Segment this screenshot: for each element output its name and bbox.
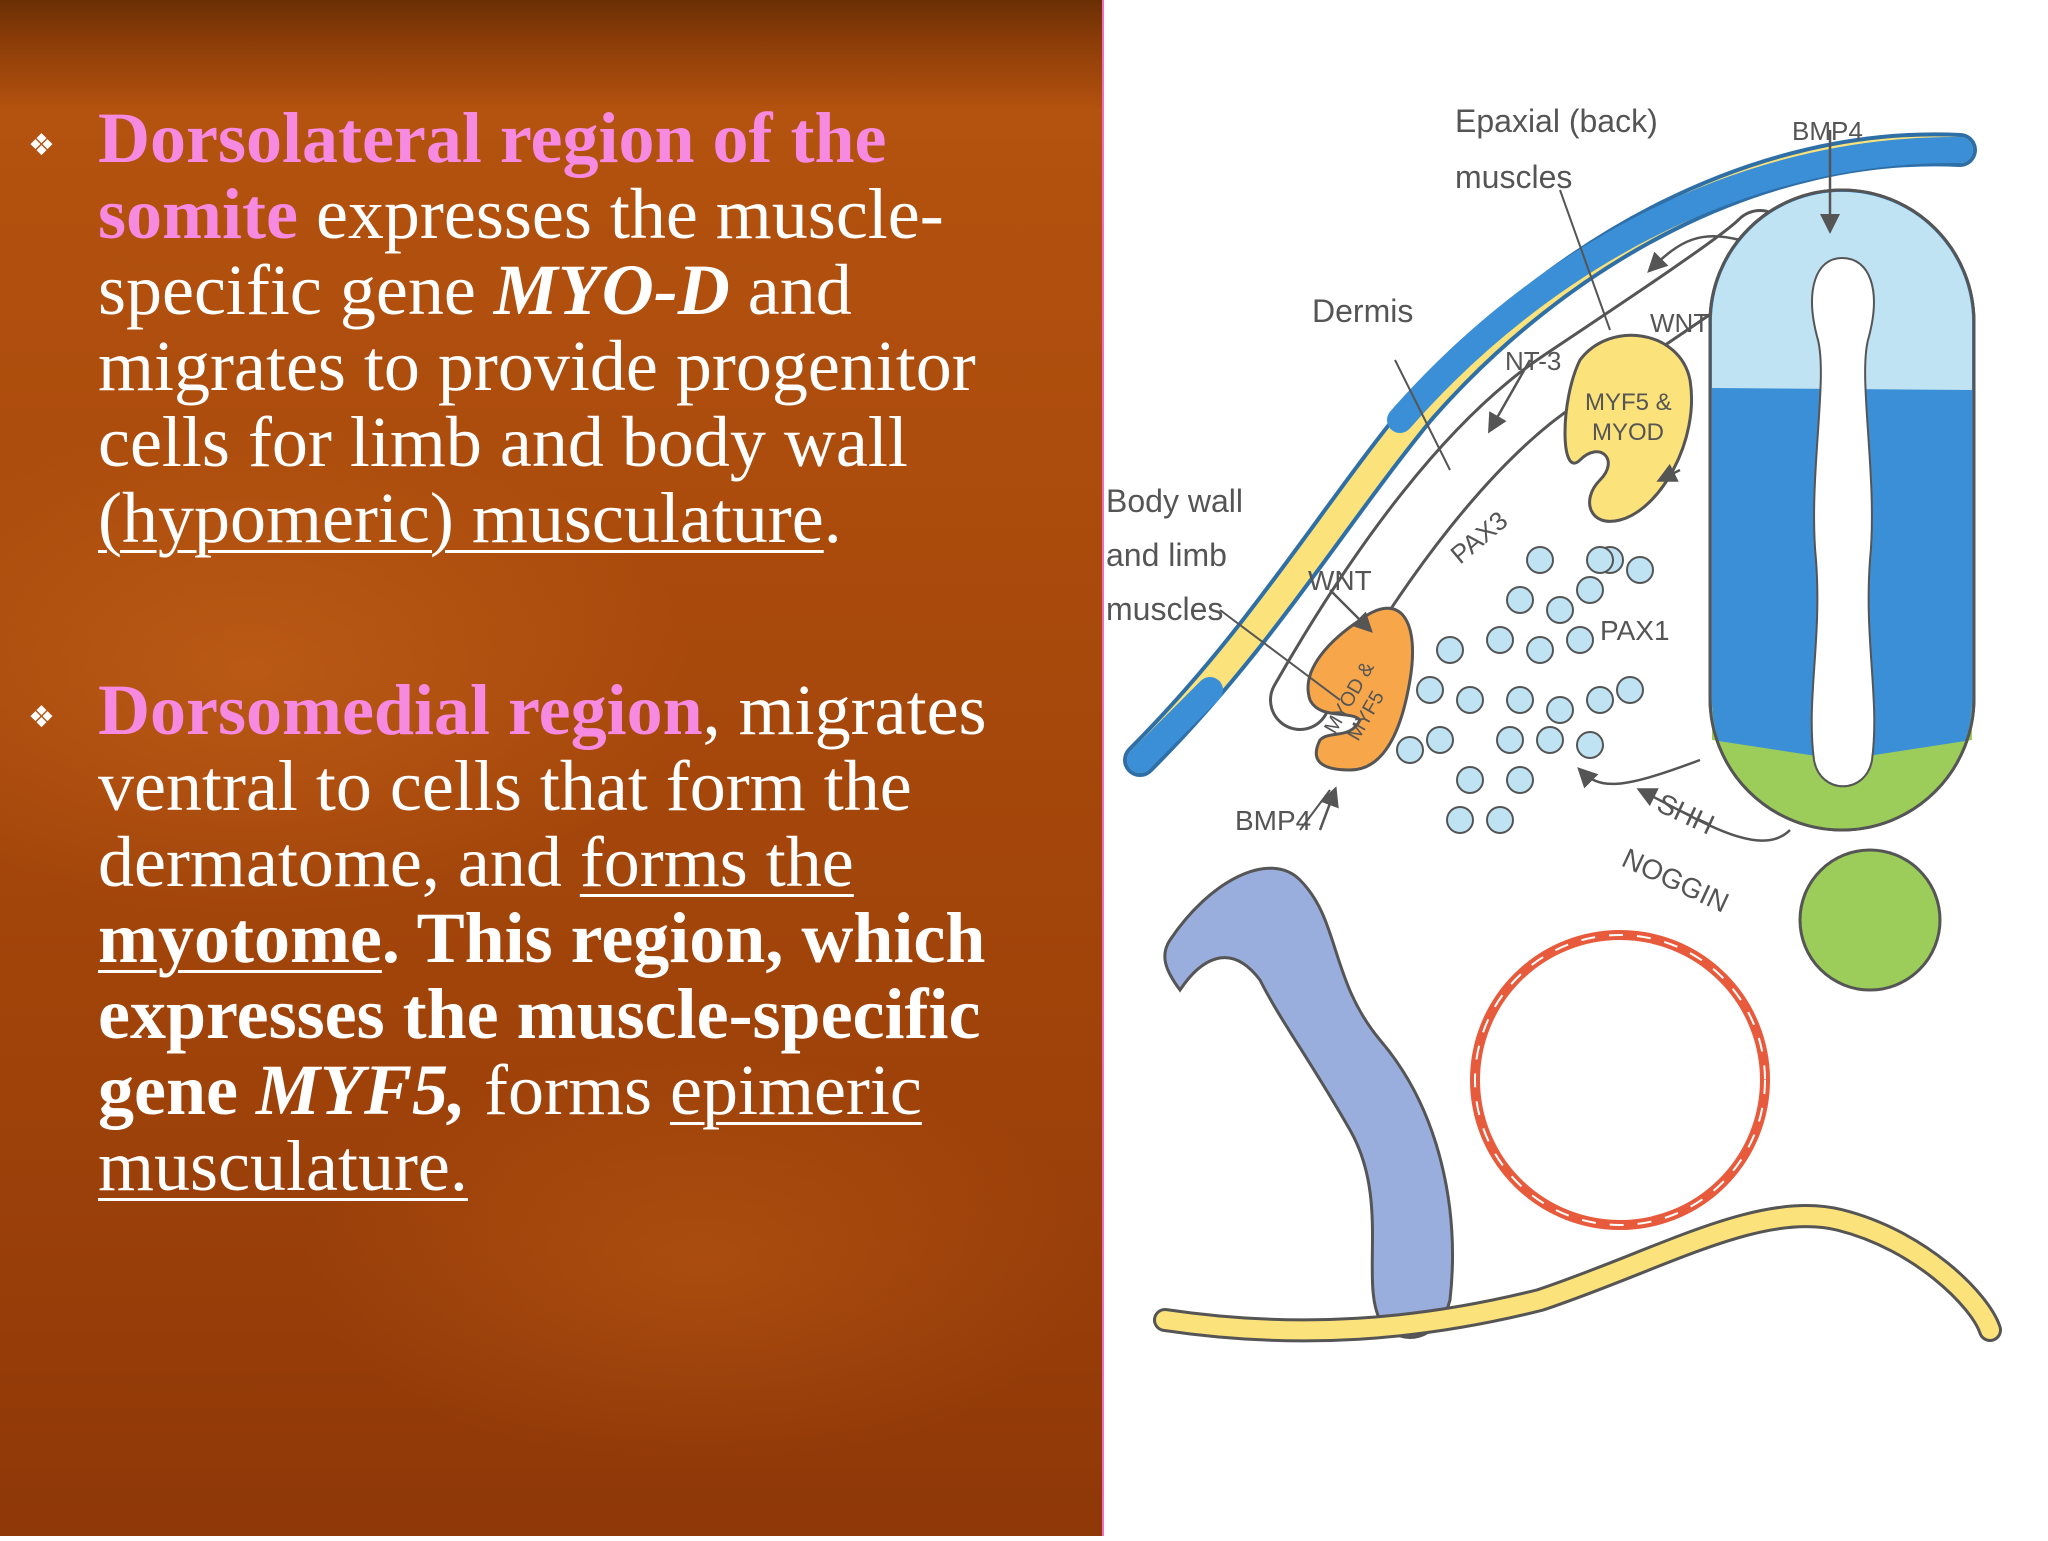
gene-name: MYO-D [493, 250, 730, 330]
paragraph-text: and migrates to provide progenitor cells… [98, 250, 976, 482]
label-shh: SHH [1652, 787, 1719, 840]
bullet-paragraph-dorsomedial: Dorsomedial region, migrates ventral to … [98, 672, 1098, 1204]
label-epaxial-line2: muscles [1455, 159, 1572, 195]
label-wnt-left: WNT [1308, 565, 1372, 596]
leader-lines [1219, 189, 1611, 831]
slide-text-panel: ❖ Dorsolateral region of the somite expr… [0, 0, 1102, 1536]
somite-diagram-svg: Epaxial (back) muscles BMP4 Dermis WNT N… [1106, 103, 2002, 1343]
paragraph-text: expresses the muscle-specific gene [98, 174, 944, 330]
myod-myf5-lobe [1306, 606, 1415, 772]
endoderm-band-fill [1156, 1207, 1999, 1340]
paragraph-text: . [823, 478, 842, 558]
lateral-mesoderm [1163, 866, 1454, 1339]
background-glow [0, 420, 700, 920]
label-bmp4-top: BMP4 [1792, 116, 1863, 146]
label-pax1: PAX1 [1600, 615, 1670, 646]
somite-diagram: Epaxial (back) muscles BMP4 Dermis WNT N… [1104, 0, 2048, 1536]
label-body-wall-line3: muscles [1106, 591, 1223, 627]
label-myf5-myod-line2: MYOD [1592, 419, 1664, 446]
ectoderm-blue-segment [1387, 136, 1973, 433]
paragraph-text: . This region, which expresses the muscl… [98, 898, 986, 1130]
underlined-term: (hypomeric) musculature [98, 478, 824, 558]
label-body-wall-line1: Body wall [1106, 483, 1243, 519]
myotome-term: myotome [98, 898, 382, 978]
highlight-term: Dorsolateral region of the somite [98, 98, 887, 254]
dorsal-aorta-inner [1474, 934, 1766, 1226]
neural-tube-outline [1708, 188, 1976, 832]
diamond-bullet-icon: ❖ [28, 700, 55, 735]
underlined-term: epimeric musculature. [98, 1050, 922, 1206]
highlight-term: Dorsomedial region [98, 670, 703, 750]
bullet-paragraph-dorsolateral: Dorsolateral region of the somite expres… [98, 100, 1098, 556]
signaling-arrows [1318, 130, 1840, 842]
diamond-bullet-icon: ❖ [28, 128, 55, 163]
label-wnt-top: WNT [1650, 308, 1709, 338]
dermis-band-fill [1272, 212, 1788, 728]
notochord [1798, 848, 1942, 992]
underlined-text: forms the [579, 822, 854, 902]
gene-name: MYF5, [255, 1050, 466, 1130]
panel-divider [1102, 0, 1104, 1536]
label-dermis: Dermis [1312, 293, 1413, 329]
dorsal-aorta [1470, 930, 1770, 1230]
label-bmp4-bottom: BMP4 [1235, 805, 1311, 836]
ectoderm-blue-segment [1127, 677, 1223, 773]
label-epaxial-line1: Epaxial (back) [1455, 103, 1658, 139]
paragraph-text: , migrates ventral to cells that form th… [98, 670, 987, 902]
underlined-term: forms the myotome [98, 822, 854, 978]
sclerotome-cells [1396, 546, 1654, 834]
paragraph-text: forms [466, 1050, 670, 1130]
background-glow [300, 1050, 1100, 1470]
label-body-wall-line2: and limb [1106, 537, 1227, 573]
label-noggin: NOGGIN [1617, 842, 1733, 918]
neural-canal [1810, 256, 1876, 788]
label-nt3: NT-3 [1505, 346, 1561, 376]
label-myf5-myod-line1: MYF5 & [1585, 389, 1672, 416]
